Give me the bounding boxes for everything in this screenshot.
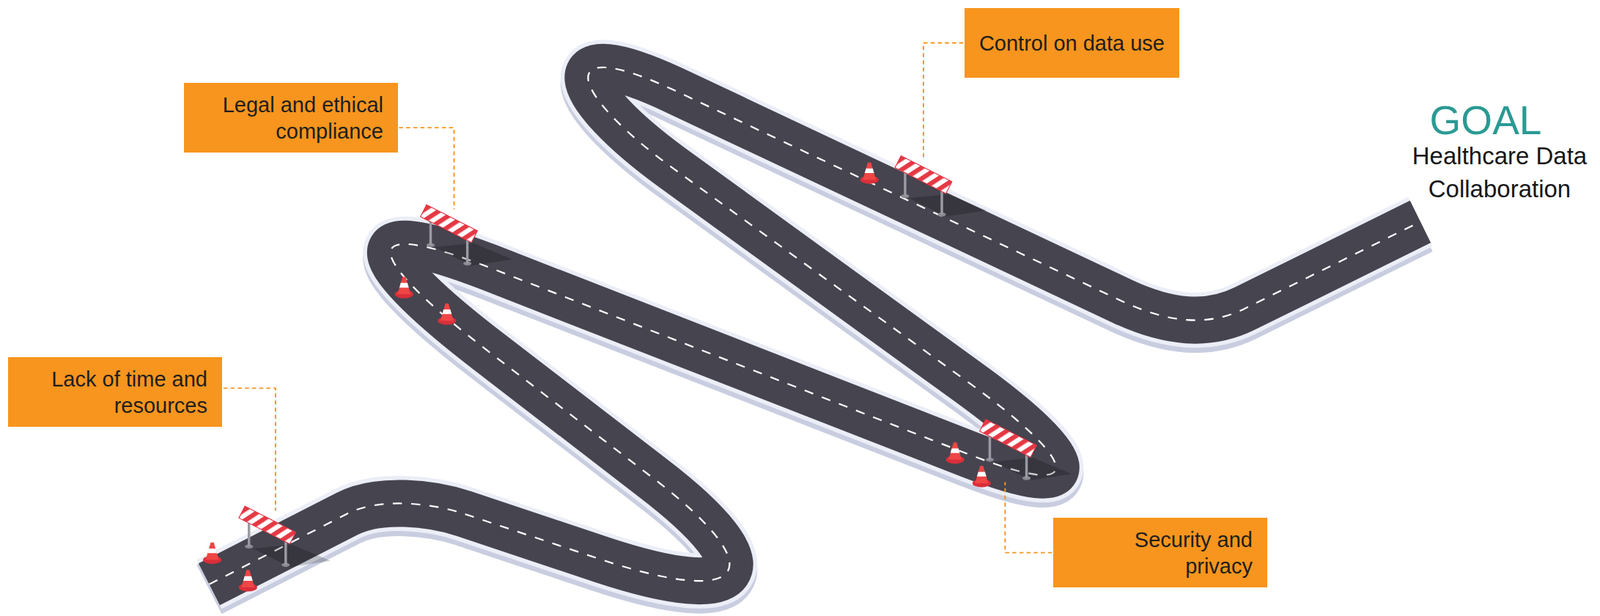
leader-line (1004, 482, 1052, 553)
callout-box: Lack of time and resources (8, 356, 223, 427)
traffic-cone (238, 569, 258, 591)
callout-box: Control on data use (964, 8, 1180, 78)
road-barrier (420, 204, 513, 266)
road-barrier (238, 505, 331, 567)
goal-text: Healthcare Data Collaboration (1403, 139, 1596, 206)
traffic-cone (946, 441, 965, 464)
traffic-cone (860, 161, 879, 184)
callout-text: Control on data use (979, 30, 1165, 57)
goal-heading: GOAL (1375, 98, 1596, 142)
leader-line (923, 43, 964, 158)
callout-text: Lack of time and resources (18, 365, 208, 419)
leader-line (398, 127, 454, 209)
callout-box: Security and privacy (1053, 517, 1268, 588)
traffic-cone (437, 303, 456, 325)
traffic-cone (972, 465, 991, 487)
callout-text: Security and privacy (1063, 526, 1253, 580)
traffic-cone (395, 277, 414, 299)
road-barrier (894, 155, 987, 217)
leader-line (223, 387, 276, 511)
traffic-cone (203, 542, 222, 564)
callout-text: Legal and ethical compliance (194, 91, 384, 145)
road-barrier (979, 419, 1072, 481)
callout-box: Legal and ethical compliance (183, 82, 398, 153)
